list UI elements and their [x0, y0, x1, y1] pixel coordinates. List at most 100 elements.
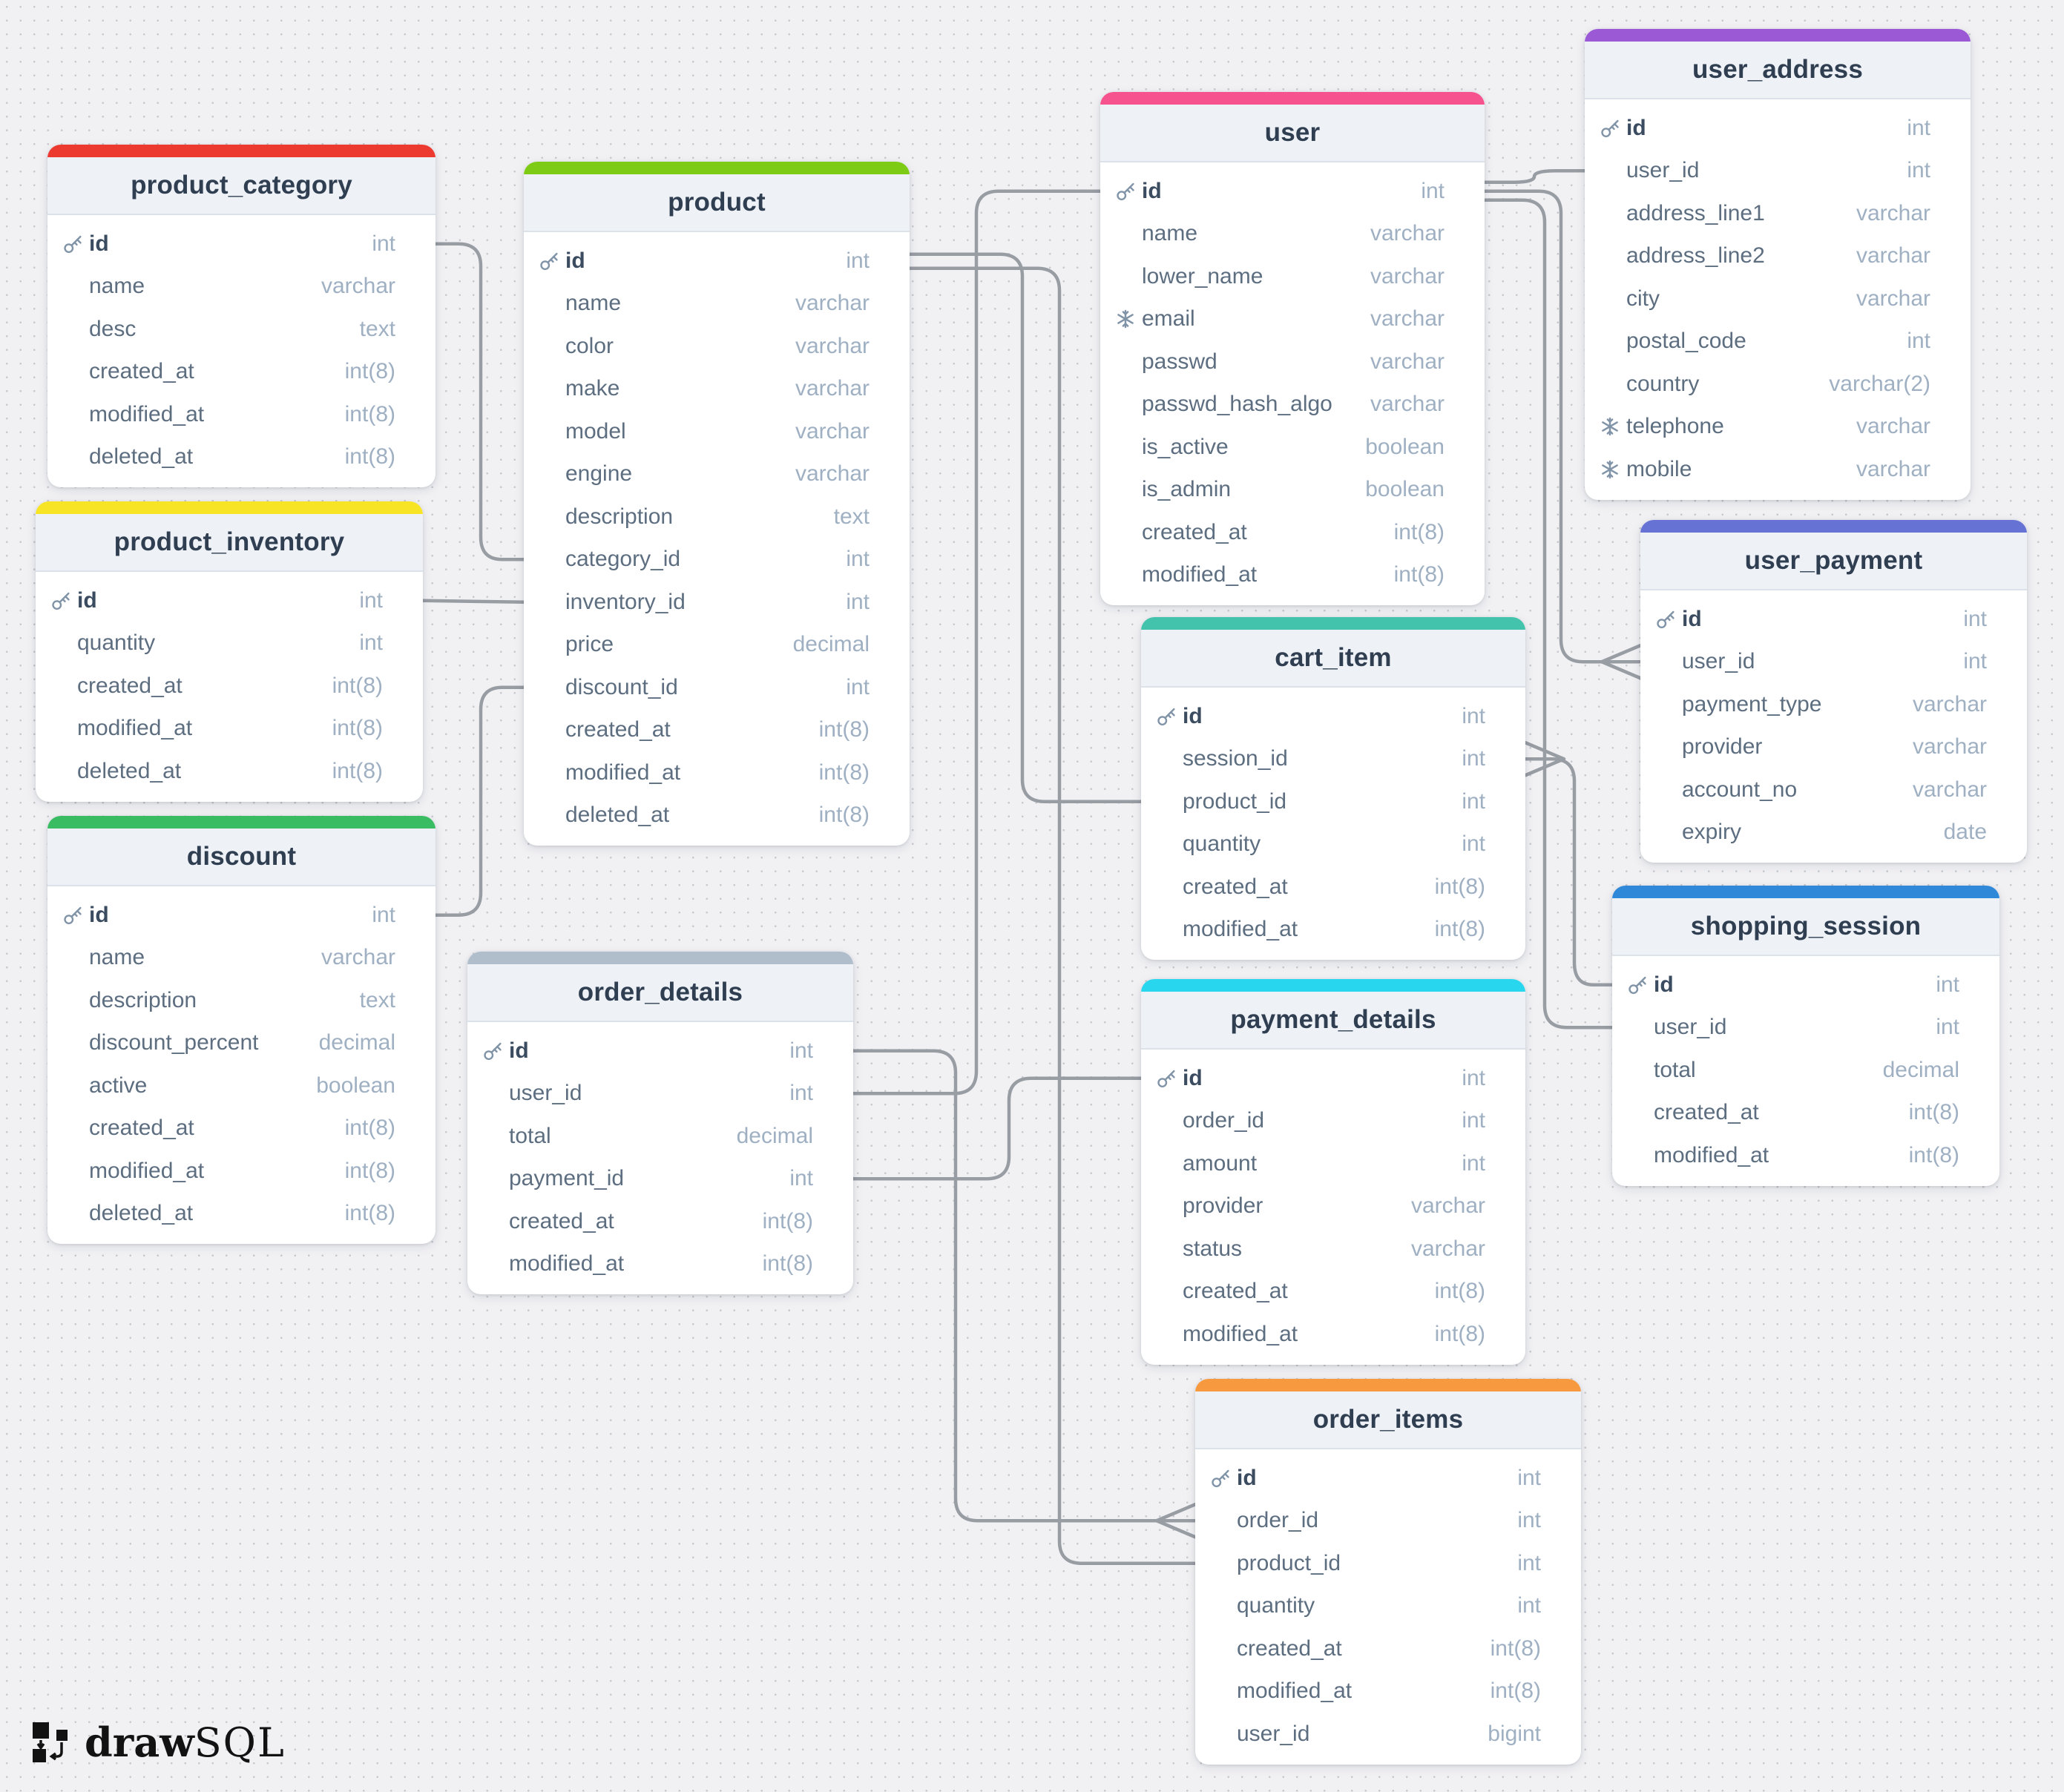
table-header[interactable]: product_category — [47, 157, 436, 215]
relationship-product.id-to-cart_item.product_id[interactable] — [907, 252, 1143, 803]
table-header[interactable]: order_details — [467, 964, 853, 1022]
relationship-order_details.user_id-to-user.id[interactable] — [851, 189, 1102, 1096]
relationship-order_details.payment_id-to-payment_details.id[interactable] — [851, 1076, 1143, 1181]
table-header[interactable]: payment_details — [1141, 992, 1525, 1050]
relationship-order_details.id-to-order_items.order_id[interactable] — [851, 1049, 1197, 1523]
relationship-cart_item.session_id-to-shopping_session.id[interactable] — [1523, 757, 1614, 986]
table-header[interactable]: product — [524, 174, 910, 232]
relationship-product.id-to-order_items.product_id[interactable] — [907, 266, 1197, 1565]
table-header[interactable]: discount — [47, 829, 436, 886]
relationship-discount.id-to-product.discount_id[interactable] — [433, 685, 526, 917]
relationship-user.id-to-user_address.user_id[interactable] — [1482, 169, 1587, 184]
relationship-product_category.id-to-product.category_id[interactable] — [433, 242, 526, 561]
table-header[interactable]: user — [1100, 105, 1485, 162]
